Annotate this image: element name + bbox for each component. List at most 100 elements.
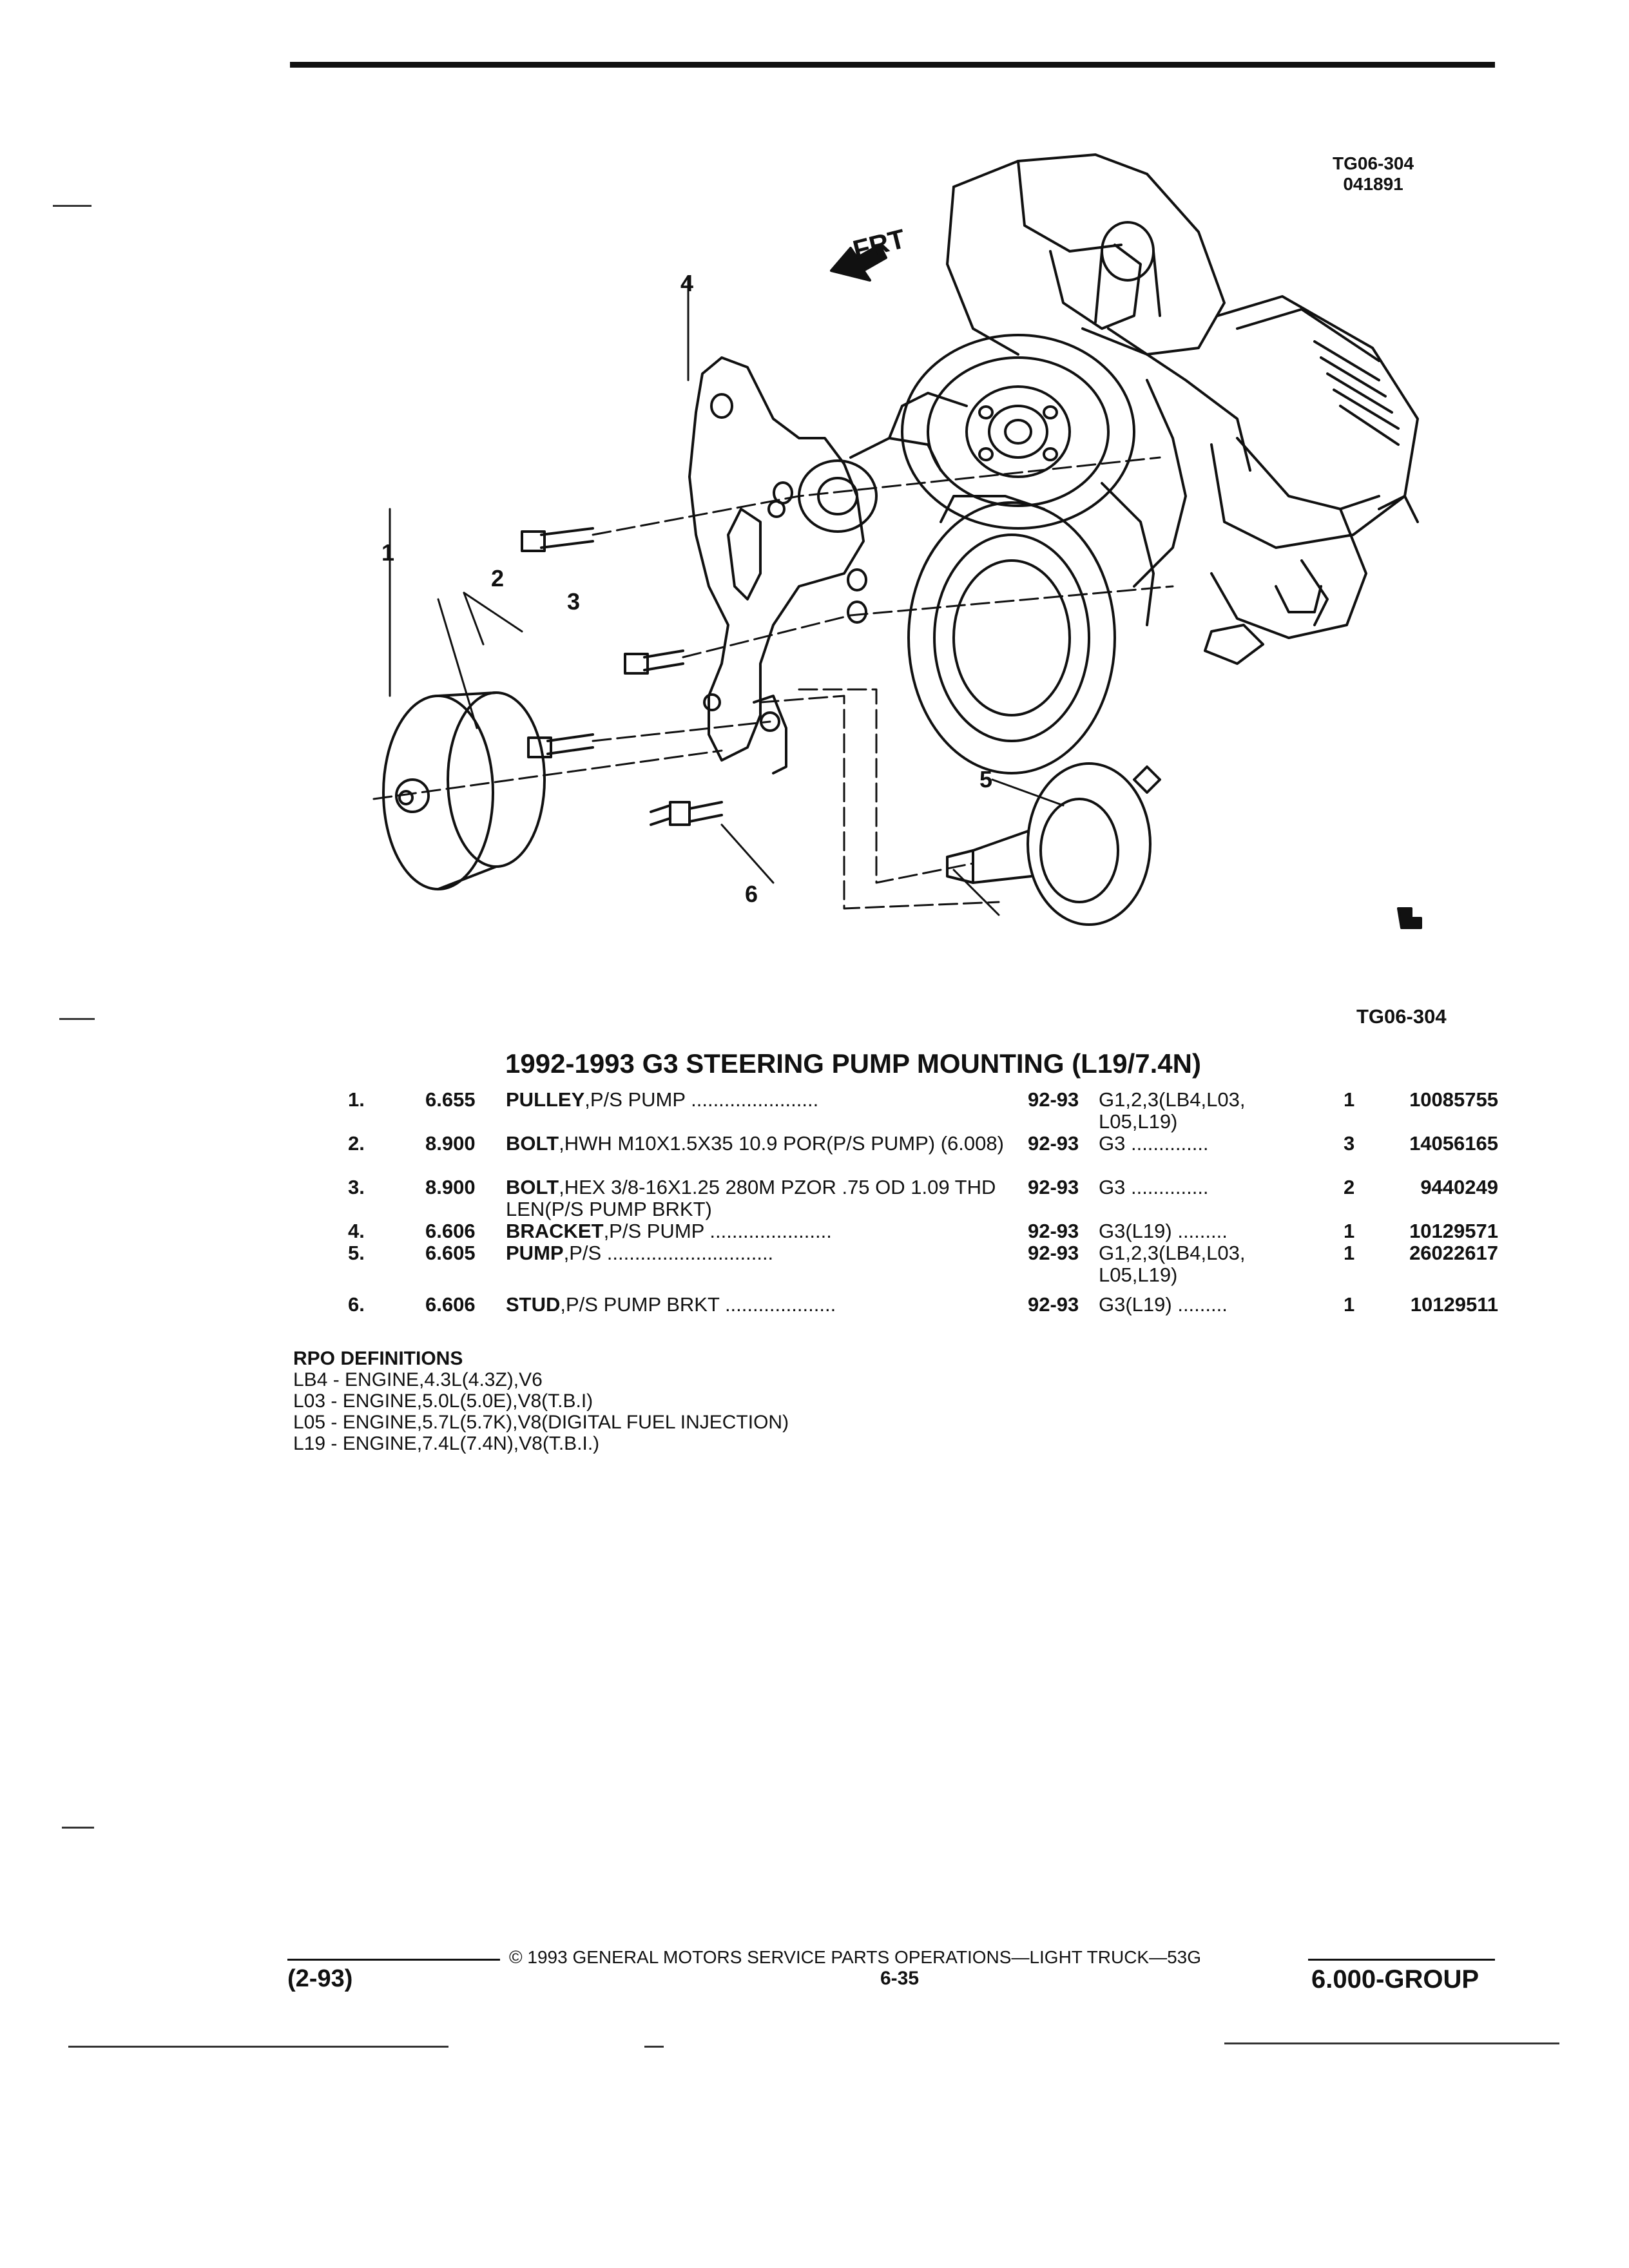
pulley-illustration [382,691,546,890]
bracket-illustration [688,356,867,774]
model-years: 92-93 [1028,1176,1079,1198]
footer-date-code: (2-93) [287,1965,353,1992]
bottom-rule-mid [644,2046,664,2048]
callout-5: 5 [979,766,992,793]
part-detail: ,P/S [563,1242,602,1264]
bolt-illustrations [521,527,723,826]
item-number: 6. [348,1293,365,1316]
callout-4: 4 [680,270,693,296]
figure-date: 041891 [1343,174,1403,194]
front-label: FRT [850,223,909,265]
application: G3(L19) ......... [1099,1220,1228,1242]
item-number: 5. [348,1242,365,1264]
parts-row: 3. 8.900 BOLT,HEX 3/8-16X1.25 280M PZOR … [348,1177,1508,1220]
part-detail: ,P/S PUMP [584,1088,686,1111]
part-number: 26022617 [1409,1242,1498,1264]
leader-lines [372,276,1174,916]
quantity: 1 [1344,1088,1355,1111]
rpo-definitions: RPO DEFINITIONS LB4 - ENGINE,4.3L(4.3Z),… [293,1348,789,1454]
quantity: 2 [1344,1176,1355,1198]
part-detail: ,HEX 3/8-16X1.25 280M PZOR .75 OD 1.09 T… [506,1176,996,1220]
part-number: 10129511 [1410,1293,1498,1316]
part-description: PUMP,P/S .............................. [506,1242,1021,1264]
parts-list: 1. 6.655 PULLEY,P/S PUMP ...............… [348,1089,1508,1320]
top-rule [290,62,1495,68]
rpo-line: LB4 - ENGINE,4.3L(4.3Z),V6 [293,1369,543,1390]
application: G1,2,3(LB4,L03, L05,L19) [1099,1088,1246,1133]
quantity: 1 [1344,1220,1355,1242]
part-description: BOLT,HWH M10X1.5X35 10.9 POR(P/S PUMP) (… [506,1133,1021,1155]
leader-dots: .............................. [601,1242,774,1264]
part-number: 10129571 [1409,1220,1498,1242]
model-years: 92-93 [1028,1242,1079,1264]
model-years: 92-93 [1028,1088,1079,1111]
part-number: 10085755 [1409,1088,1498,1111]
bottom-rule-right [1224,2042,1559,2044]
part-name: PULLEY [506,1088,585,1111]
footer-copyright: © 1993 GENERAL MOTORS SERVICE PARTS OPER… [509,1947,1202,1967]
item-number: 2. [348,1132,365,1155]
footer-rule-left [287,1959,500,1961]
group-number: 6.606 [425,1293,476,1316]
figure-ref-code: TG06-304 [1333,153,1414,173]
application: G3 .............. [1099,1176,1209,1198]
margin-mark [62,1827,94,1829]
item-number: 4. [348,1220,365,1242]
footer-rule-right [1308,1959,1495,1961]
part-name: PUMP [506,1242,564,1264]
bottom-rule-left [68,2046,448,2048]
group-number: 6.606 [425,1220,476,1242]
leader-dots: ...................... [704,1220,832,1242]
parts-row: 1. 6.655 PULLEY,P/S PUMP ...............… [348,1089,1508,1133]
group-number: 8.900 [425,1132,476,1155]
quantity: 1 [1344,1242,1355,1264]
parts-row: 5. 6.605 PUMP,P/S ......................… [348,1242,1508,1294]
part-detail: ,HWH M10X1.5X35 10.9 POR(P/S PUMP) (6.00… [559,1132,1004,1155]
gm-logo-icon [1397,907,1422,929]
rpo-heading: RPO DEFINITIONS [293,1348,463,1369]
application: G3 .............. [1099,1132,1209,1155]
callout-2: 2 [491,565,504,591]
part-name: BOLT [506,1176,559,1198]
part-description: BOLT,HEX 3/8-16X1.25 280M PZOR .75 OD 1.… [506,1177,1021,1220]
footer-group: 6.000-GROUP [1311,1965,1480,1994]
callout-3: 3 [567,588,580,615]
part-name: BRACKET [506,1220,604,1242]
item-number: 3. [348,1176,365,1198]
section-title: 1992-1993 G3 STEERING PUMP MOUNTING (L19… [505,1048,1201,1079]
parts-row: 2. 8.900 BOLT,HWH M10X1.5X35 10.9 POR(P/… [348,1133,1508,1177]
leader-dots: .................... [719,1293,836,1316]
front-arrow-icon [830,244,887,282]
quantity: 1 [1344,1293,1355,1316]
footer-page-number: 6-35 [880,1968,920,1989]
model-years: 92-93 [1028,1293,1079,1316]
rpo-line: L19 - ENGINE,7.4L(7.4N),V8(T.B.I.) [293,1433,600,1454]
part-detail: ,P/S PUMP BRKT [560,1293,720,1316]
steering-pump-exploded-diagram: 1 2 3 4 5 6 FRT [372,153,1422,929]
model-years: 92-93 [1028,1132,1079,1155]
part-description: PULLEY,P/S PUMP ....................... [506,1089,1021,1111]
figure-reference-bottom: TG06-304 [1356,1005,1447,1028]
margin-mark [59,1018,95,1020]
part-description: BRACKET,P/S PUMP ...................... [506,1220,1021,1242]
application: G3(L19) ......... [1099,1293,1228,1316]
quantity: 3 [1344,1132,1355,1155]
part-name: BOLT [506,1132,559,1155]
pump-illustration [946,762,1161,926]
part-name: STUD [506,1293,561,1316]
leader-dots: ....................... [685,1088,819,1111]
margin-mark [53,205,92,207]
figure-reference-top: TG06-304 041891 [1333,153,1414,195]
application: G1,2,3(LB4,L03, L05,L19) [1099,1242,1246,1286]
model-years: 92-93 [1028,1220,1079,1242]
callout-1: 1 [381,539,394,566]
parts-row: 4. 6.606 BRACKET,P/S PUMP ..............… [348,1220,1508,1242]
part-description: STUD,P/S PUMP BRKT .................... [506,1294,1021,1316]
part-number: 14056165 [1409,1132,1498,1155]
rpo-line: L03 - ENGINE,5.0L(5.0E),V8(T.B.I) [293,1390,593,1412]
group-number: 8.900 [425,1176,476,1198]
parts-row: 6. 6.606 STUD,P/S PUMP BRKT ............… [348,1294,1508,1320]
group-number: 6.605 [425,1242,476,1264]
group-number: 6.655 [425,1088,476,1111]
rpo-line: L05 - ENGINE,5.7L(5.7K),V8(DIGITAL FUEL … [293,1412,789,1433]
